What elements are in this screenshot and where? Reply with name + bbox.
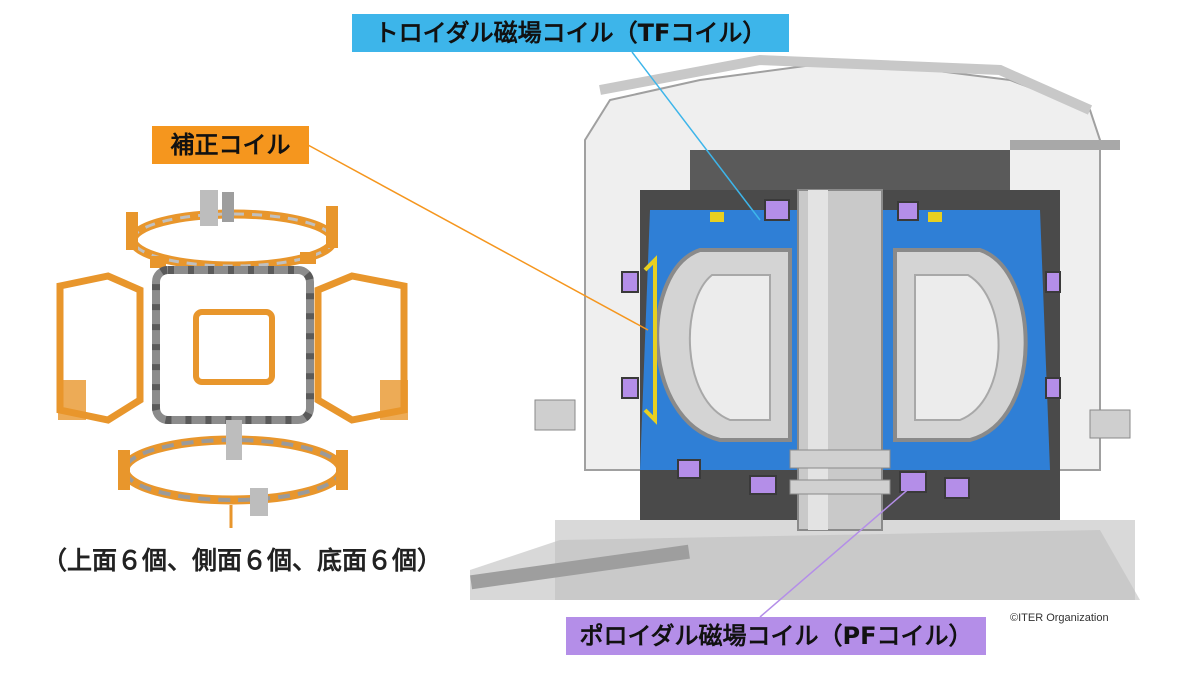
top-coil-ring [126, 190, 338, 271]
tokamak-cutaway [470, 54, 1140, 600]
correction-leader-line [307, 144, 649, 331]
correction-coil-assembly [56, 190, 408, 528]
coil-count-caption: （上面６個、側面６個、底面６個） [42, 546, 443, 575]
side-coil-frame [56, 266, 408, 424]
tf-coil-label: トロイダル磁場コイル（TFコイル） [352, 14, 789, 52]
pf-leader-line [759, 485, 913, 618]
copyright-credit: ©ITER Organization [1010, 612, 1109, 624]
pf-coil-label: ポロイダル磁場コイル（PFコイル） [566, 617, 986, 655]
bottom-coil-ring [118, 420, 348, 528]
correction-coil-label: 補正コイル [152, 126, 309, 164]
pf-coil-markers [621, 199, 1061, 499]
tf-leader-line [631, 51, 761, 221]
